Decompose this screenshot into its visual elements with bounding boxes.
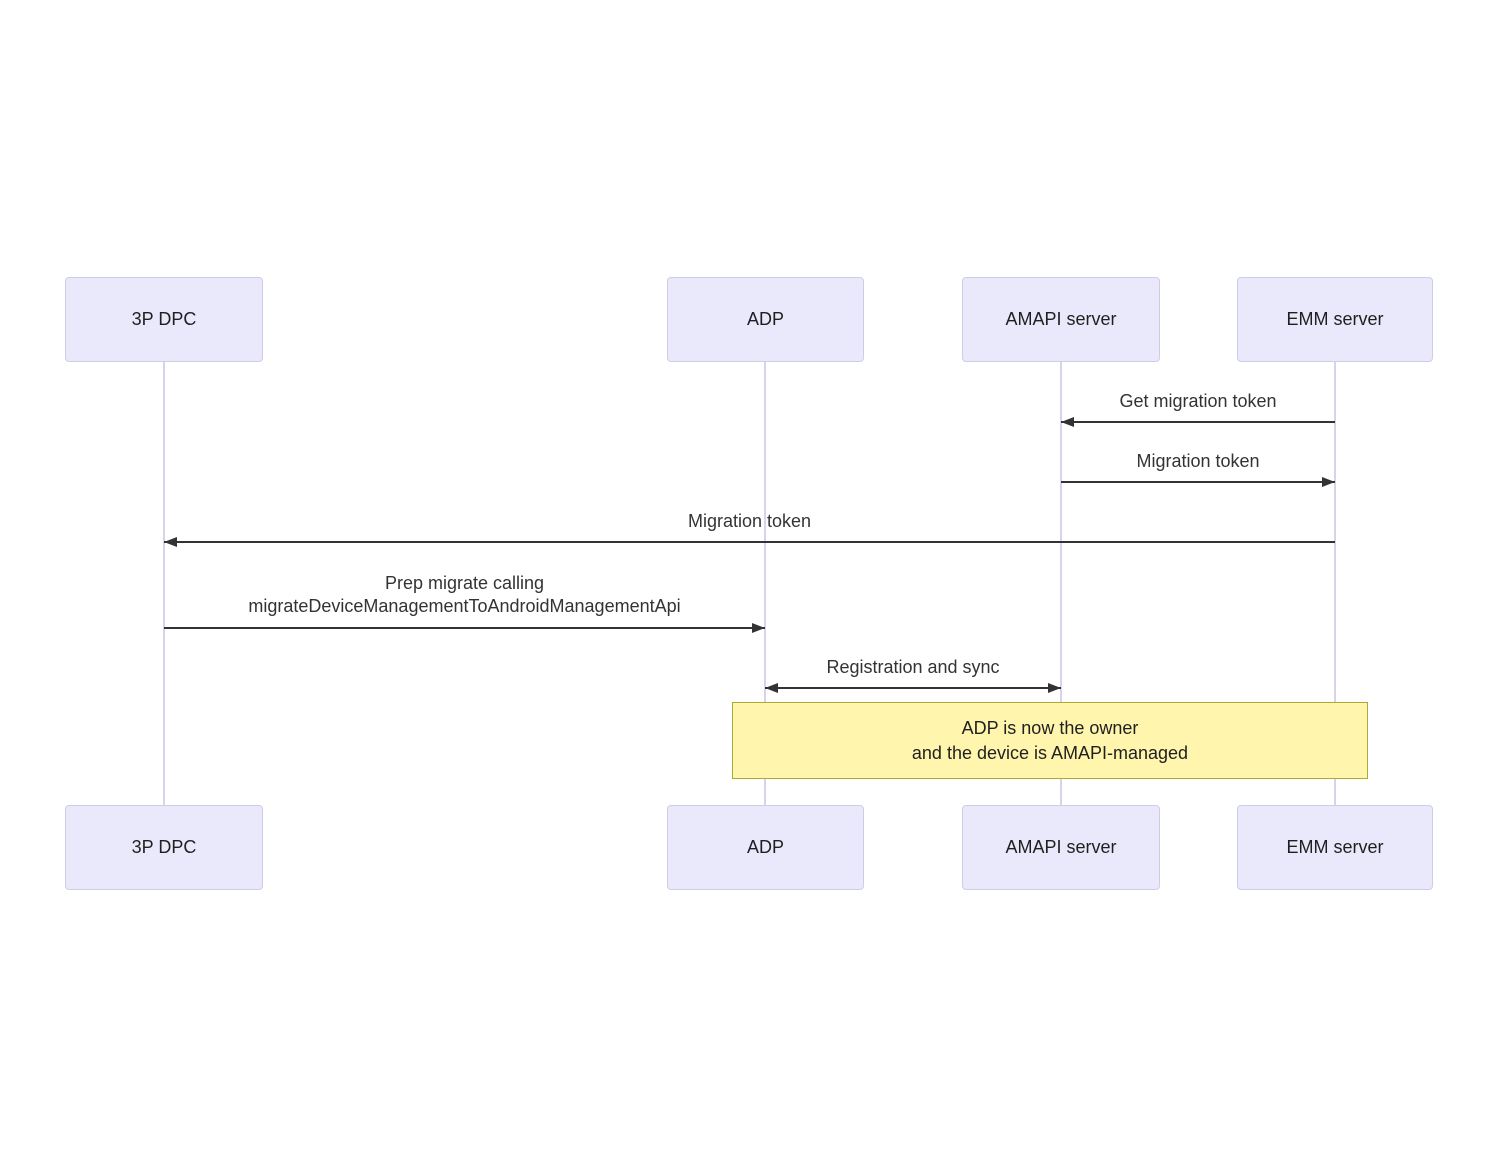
actor-3p-dpc-bottom: 3P DPC — [65, 805, 263, 890]
arrowhead-left-icon — [765, 683, 778, 693]
actor-adp-top: ADP — [667, 277, 864, 362]
actor-label: AMAPI server — [1005, 309, 1117, 329]
actor-label: EMM server — [1286, 309, 1384, 329]
actor-3p-dpc-top: 3P DPC — [65, 277, 263, 362]
message-label-prep-migrate-line-2: migrateDeviceManagementToAndroidManageme… — [248, 596, 681, 616]
message-arrow-get-migration-token — [1061, 417, 1335, 427]
actor-label: ADP — [746, 309, 784, 329]
actor-label: ADP — [746, 837, 784, 857]
message-label-prep-migrate: Prep migrate calling migrateDeviceManage… — [164, 572, 765, 618]
message-arrow-migration-token-to-dpc — [164, 537, 1335, 547]
lifeline-adp — [764, 361, 766, 805]
actor-adp-bottom: ADP — [667, 805, 864, 890]
actor-label: 3P DPC — [131, 837, 197, 857]
actor-amapi-server-top: AMAPI server — [962, 277, 1160, 362]
message-arrow-registration-and-sync — [765, 683, 1061, 693]
message-label-migration-token-to-dpc: Migration token — [687, 511, 812, 531]
arrowhead-right-icon — [1322, 477, 1335, 487]
actor-emm-server-top: EMM server — [1237, 277, 1433, 362]
lifeline-3p-dpc — [163, 361, 165, 805]
note-adp-owner: ADP is now the owner and the device is A… — [732, 702, 1368, 779]
lifeline-emm-server — [1334, 361, 1336, 805]
note-line-1: ADP is now the owner — [961, 717, 1139, 738]
message-arrow-prep-migrate — [164, 623, 765, 633]
note-line-2: and the device is AMAPI-managed — [911, 742, 1189, 763]
message-label-get-migration-token: Get migration token — [1119, 391, 1277, 411]
lifeline-amapi-server — [1060, 361, 1062, 805]
arrowhead-left-icon — [164, 537, 177, 547]
actor-emm-server-bottom: EMM server — [1237, 805, 1433, 890]
actor-label: 3P DPC — [131, 309, 197, 329]
message-label-registration-and-sync: Registration and sync — [826, 657, 1000, 677]
actor-label: EMM server — [1286, 837, 1384, 857]
arrowhead-right-icon — [1048, 683, 1061, 693]
message-arrow-migration-token-to-emm — [1061, 477, 1335, 487]
arrowhead-left-icon — [1061, 417, 1074, 427]
actor-label: AMAPI server — [1005, 837, 1117, 857]
arrowhead-right-icon — [752, 623, 765, 633]
message-label-prep-migrate-line-1: Prep migrate calling — [384, 573, 545, 593]
actor-amapi-server-bottom: AMAPI server — [962, 805, 1160, 890]
message-label-migration-token-to-emm: Migration token — [1136, 451, 1260, 471]
